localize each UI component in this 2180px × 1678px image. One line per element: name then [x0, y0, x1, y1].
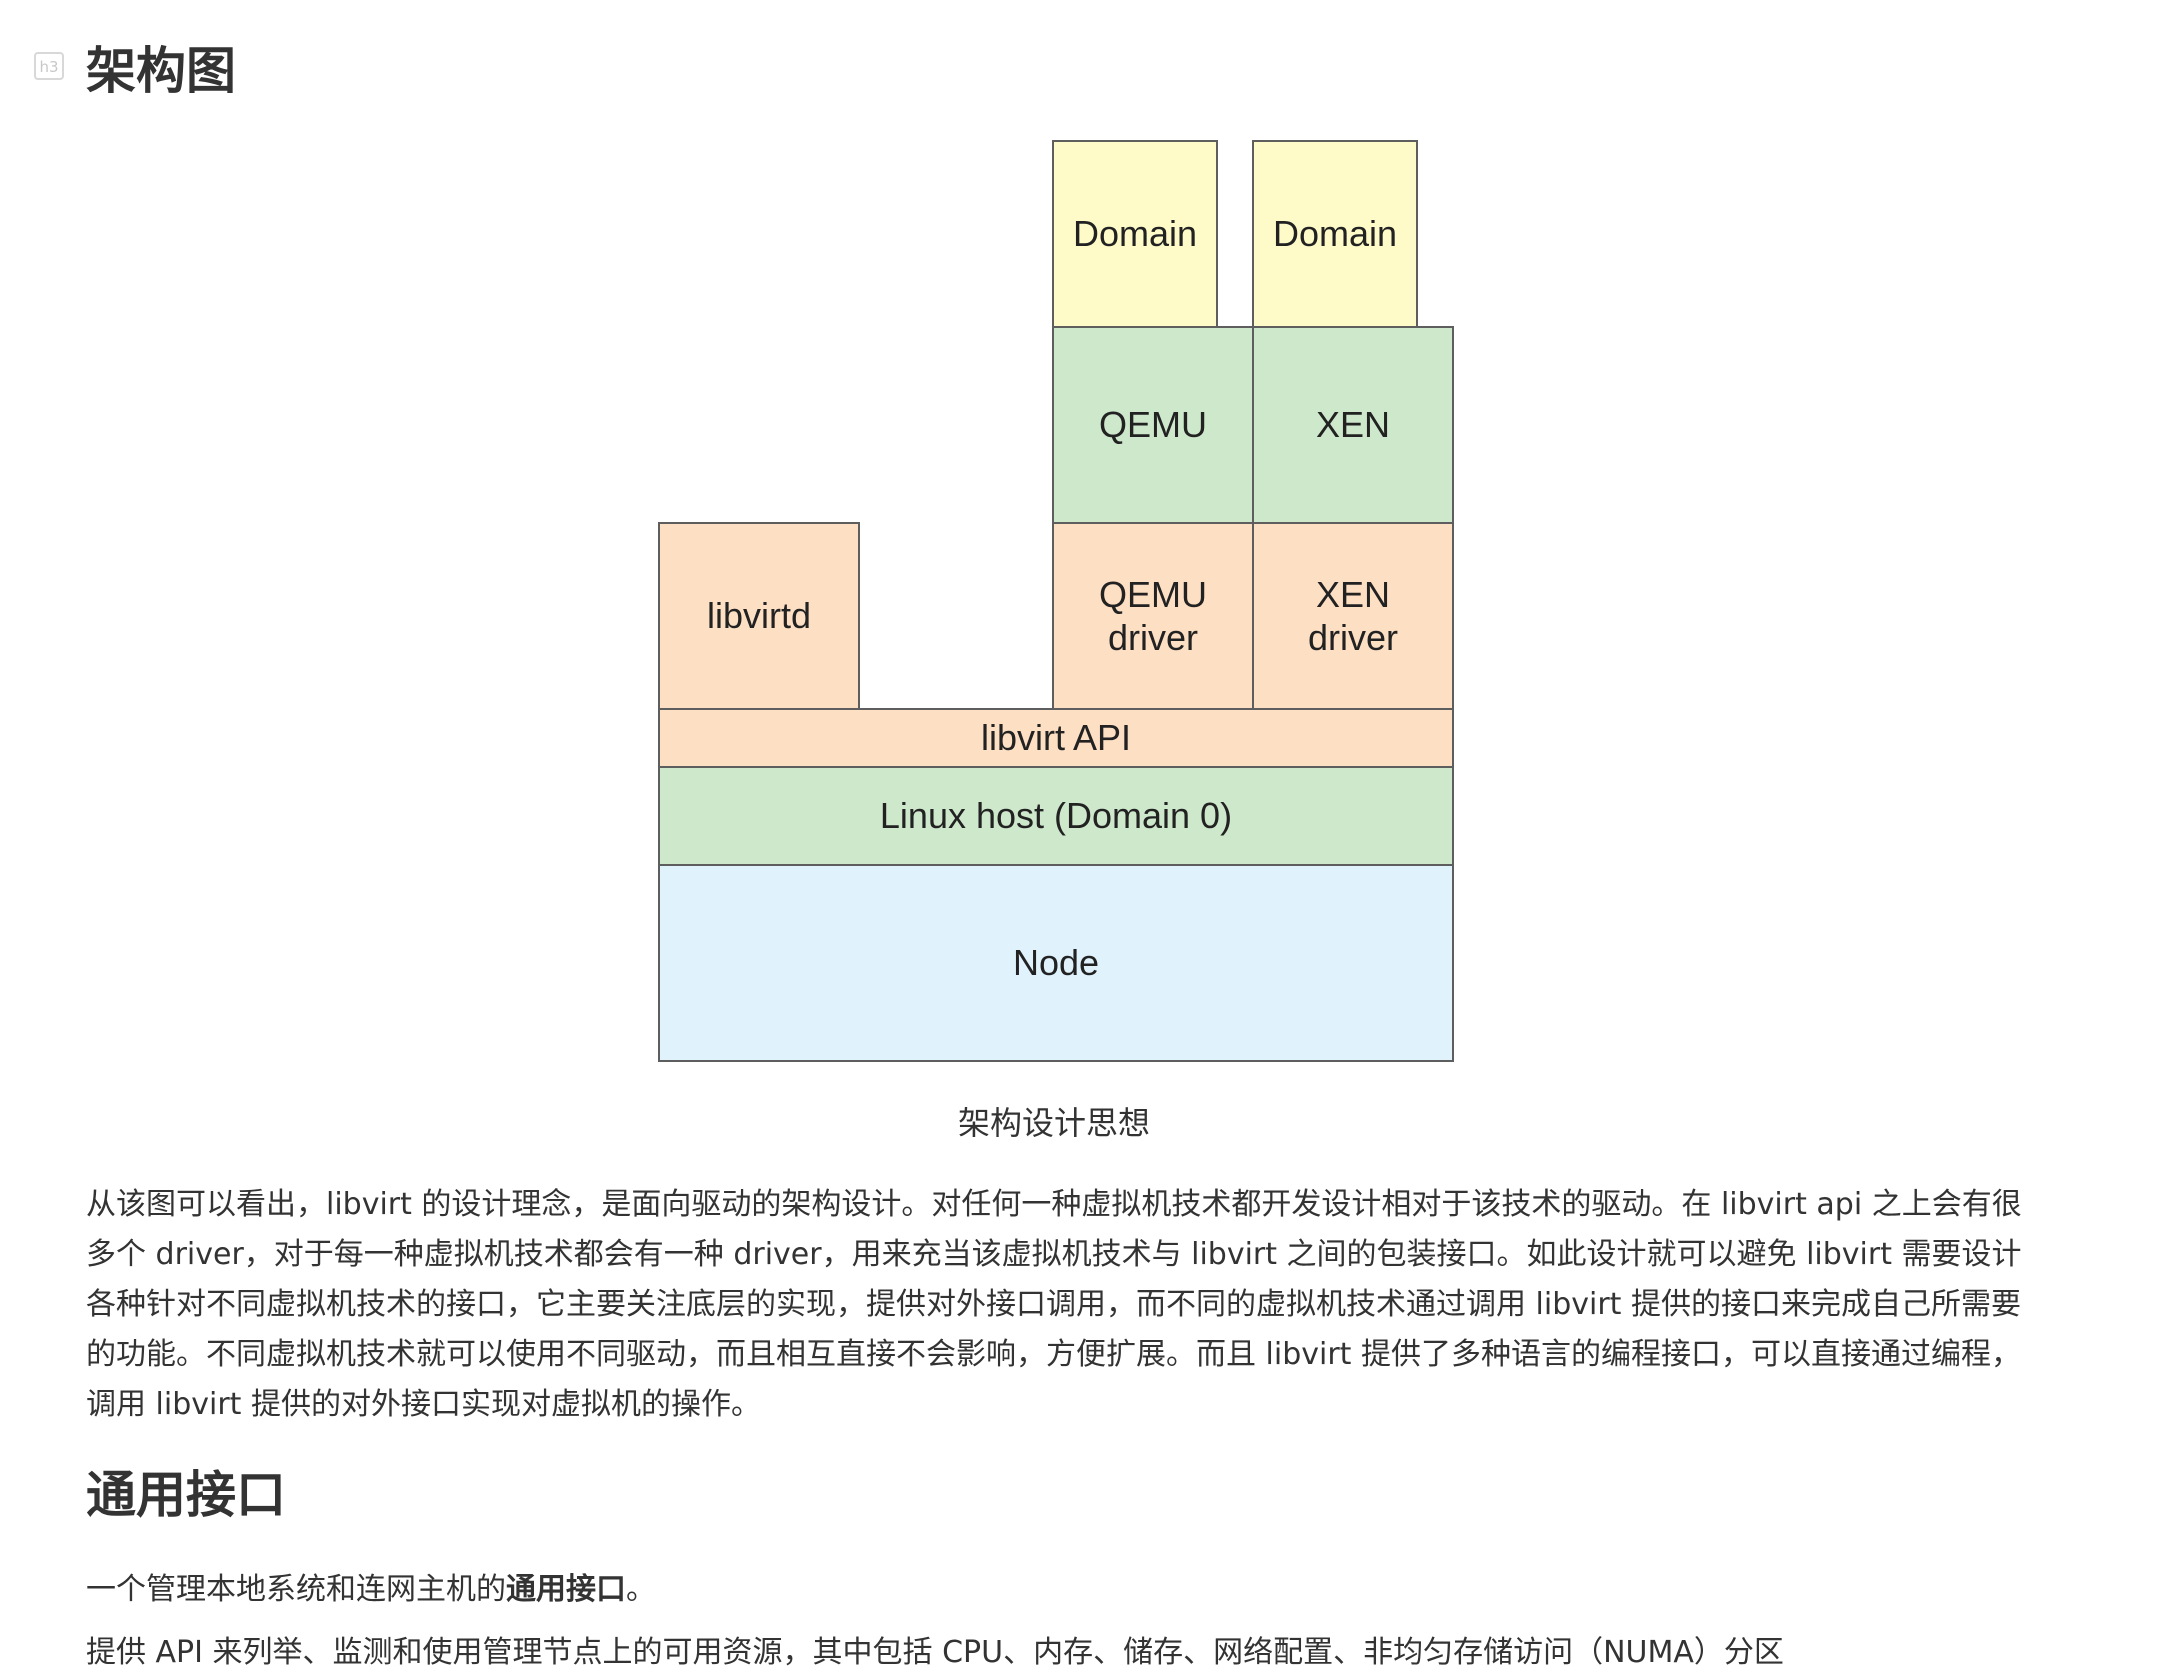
diagram-label-line: QEMU [1099, 573, 1207, 615]
heading-level-marker: h3 [34, 52, 64, 80]
diagram-label: Domain [1072, 213, 1198, 255]
diagram-box-node: Node [658, 864, 1454, 1062]
diagram-label: XEN [1315, 404, 1391, 446]
diagram-box-qemu: QEMU [1052, 326, 1254, 524]
diagram-label-line: XEN [1315, 573, 1391, 615]
paragraph-architecture-description: 从该图可以看出，libvirt 的设计理念，是面向驱动的架构设计。对任何一种虚拟… [86, 1187, 2022, 1422]
diagram-box-linux-host: Linux host (Domain 0) [658, 766, 1454, 866]
intro-bold-text: 通用接口 [506, 1572, 626, 1607]
diagram-label: Linux host (Domain 0) [879, 795, 1233, 837]
diagram-box-xen-driver: XEN driver [1252, 522, 1454, 710]
diagram-label-line: driver [1307, 617, 1399, 658]
diagram-box-libvirt-api: libvirt API [658, 708, 1454, 768]
diagram-box-xen: XEN [1252, 326, 1454, 524]
diagram-box-domain-1: Domain [1052, 140, 1218, 328]
diagram-box-domain-2: Domain [1252, 140, 1418, 328]
diagram-caption: 架构设计思想 [957, 1104, 1150, 1142]
diagram-label: QEMU [1099, 404, 1207, 446]
document-page: h3 架构图 Domain Domain QEMU XEN libvirtd Q… [34, 42, 2046, 1670]
paragraph-cutoff-line: 提供 API 来列举、监测和使用管理节点上的可用资源，其中包括 CPU、内存、储… [86, 1635, 1784, 1670]
diagram-label: libvirt API [980, 717, 1132, 759]
diagram-label: libvirtd [706, 595, 812, 637]
diagram-box-libvirtd: libvirtd [658, 522, 860, 710]
diagram-label: Node [1012, 942, 1100, 984]
diagram-box-qemu-driver: QEMU driver [1052, 522, 1254, 710]
paragraph-generic-interface: 一个管理本地系统和连网主机的通用接口。 [86, 1565, 2046, 1615]
diagram-label: Domain [1272, 213, 1398, 255]
diagram-label: XEN driver [1308, 573, 1398, 659]
intro-text: 一个管理本地系统和连网主机的 [86, 1572, 506, 1607]
diagram-label-line: driver [1107, 617, 1199, 658]
diagram-label: QEMU driver [1099, 573, 1207, 659]
intro-punctuation: 。 [626, 1572, 656, 1607]
architecture-diagram: Domain Domain QEMU XEN libvirtd QEMU dri… [658, 140, 1454, 1062]
section-heading-architecture: 架构图 [86, 42, 236, 100]
section-heading-generic-interface: 通用接口 [86, 1466, 286, 1524]
